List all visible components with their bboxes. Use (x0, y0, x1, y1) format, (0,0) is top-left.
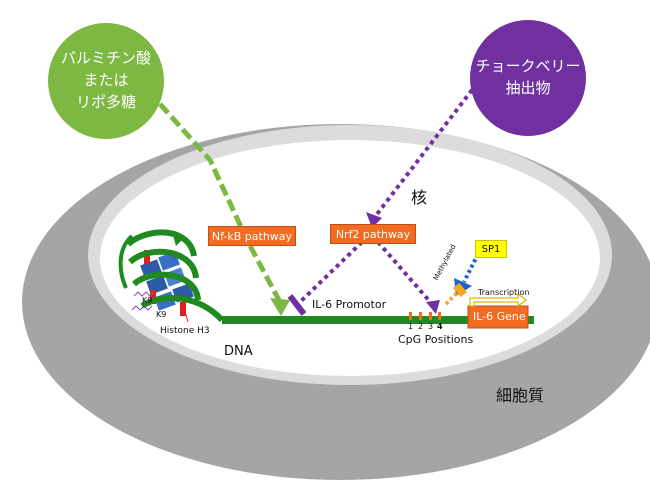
purple-signal-arrow (372, 88, 474, 220)
dna-strand (222, 316, 534, 324)
nfkb-pathway-box: Nf-kB pathway (208, 226, 296, 246)
cpg-positions-label: CpG Positions (398, 333, 474, 346)
cytoplasm-label: 細胞質 (496, 386, 545, 405)
methylation-dotted-line (444, 290, 460, 306)
purple-arrowhead-2-icon (426, 300, 440, 314)
cpg-position-number: 1 (408, 322, 414, 331)
green-arrowhead-icon (270, 298, 290, 316)
sp1-label: SP1 (481, 243, 501, 255)
cpg-tick (429, 312, 432, 320)
palmitic-acid-lps-circle: パルミチン酸 または リポ多糖 (48, 23, 164, 139)
cpg-position-number: 2 (418, 322, 424, 331)
nfkb-pathway-label: Nf-kB pathway (211, 229, 293, 243)
nrf2-pathway-box: Nrf2 pathway (330, 224, 416, 244)
transcription-label: Transcription (478, 288, 530, 297)
cpg-position-number: 3 (428, 322, 434, 331)
nrf2-pathway-label: Nrf2 pathway (335, 227, 411, 241)
sp1-box: SP1 (475, 240, 507, 258)
palmitic-acid-lps-label: パルミチン酸 または リポ多糖 (60, 49, 151, 111)
cpg-tick (409, 312, 412, 320)
il6-gene-box (467, 305, 529, 329)
purple-activate-arrow (376, 240, 434, 306)
k9-label-lower: K9 (156, 310, 167, 319)
nucleus-label: 核 (411, 188, 428, 207)
purple-arrowhead-icon (366, 212, 382, 228)
cpg-tick (438, 312, 441, 320)
chokeberry-extract-circle: チョークベリー 抽出物 (470, 20, 586, 136)
transcription-arrow-icon (469, 292, 527, 308)
cpg-tick (419, 312, 422, 320)
methyl-tag-icon (453, 282, 467, 298)
purple-inhibit-bar (287, 294, 307, 316)
histone-h3-label: Histone H3 (160, 326, 210, 336)
chokeberry-extract-label: チョークベリー 抽出物 (475, 57, 581, 97)
promotor-label: IL-6 Promotor (312, 298, 387, 311)
cpg-position-number: 4 (437, 322, 443, 331)
dna-label: DNA (224, 344, 253, 359)
k9-label-upper: K9 (142, 296, 153, 305)
purple-inhibit-arrow (296, 240, 364, 306)
sp1-blue-arrow (462, 253, 480, 283)
nucleosome-icon (118, 229, 225, 323)
green-signal-arrow (158, 102, 283, 304)
il6-gene-label: IL-6 Gene (473, 310, 526, 323)
